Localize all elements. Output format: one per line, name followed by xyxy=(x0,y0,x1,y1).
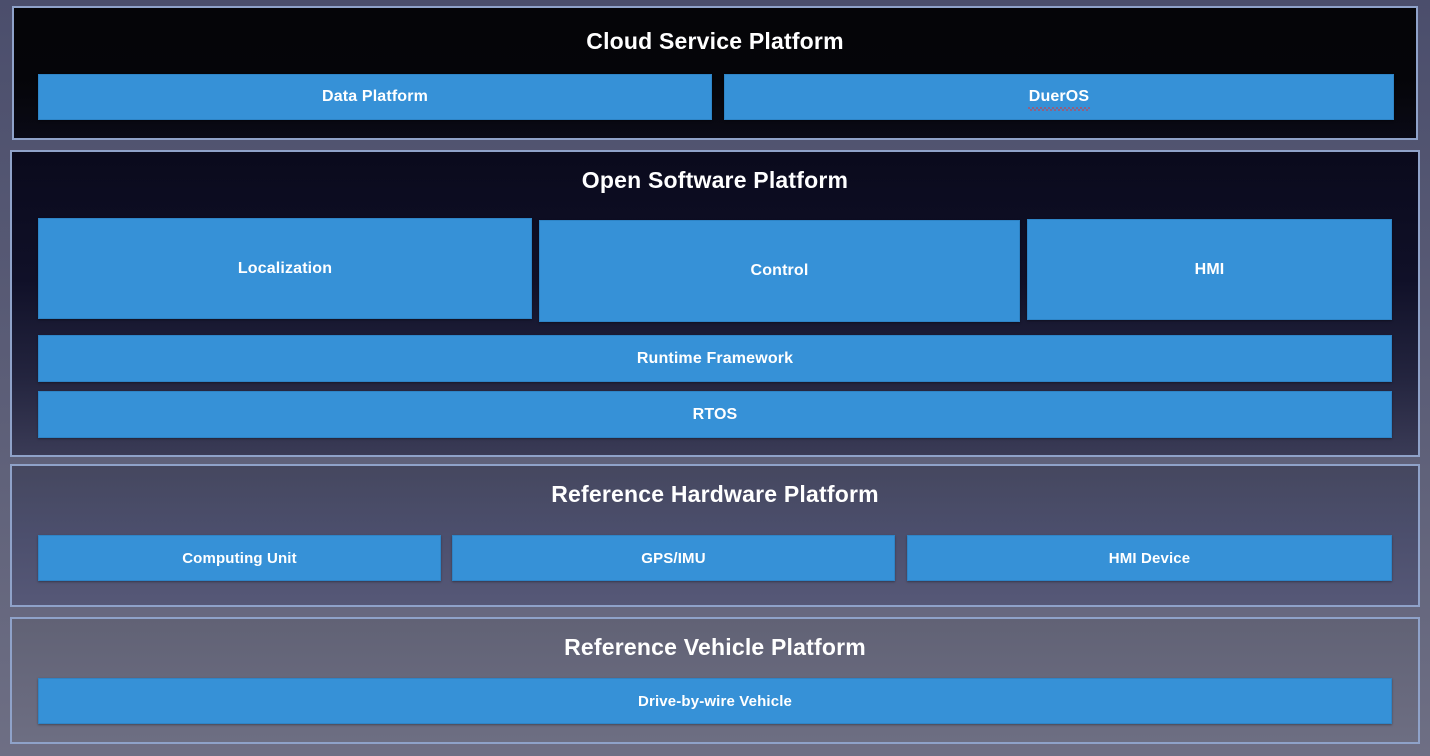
block-hmi[interactable]: HMI xyxy=(1027,219,1392,320)
block-localization[interactable]: Localization xyxy=(38,218,532,319)
block-label-data-platform: Data Platform xyxy=(322,88,428,105)
block-label-control: Control xyxy=(750,262,809,279)
block-label-drive-by-wire-vehicle: Drive-by-wire Vehicle xyxy=(637,692,793,710)
block-label-rtos: RTOS xyxy=(692,405,738,423)
block-hmi-device[interactable]: HMI Device xyxy=(907,535,1392,581)
layer-title-open-software-platform: Open Software Platform xyxy=(581,167,849,193)
block-label-computing-unit: Computing Unit xyxy=(182,549,297,567)
block-label-dueros: DuerOS xyxy=(1027,88,1091,111)
block-gps-imu[interactable]: GPS/IMU xyxy=(452,535,895,581)
block-computing-unit[interactable]: Computing Unit xyxy=(38,535,441,581)
layer-title-reference-vehicle-platform: Reference Vehicle Platform xyxy=(564,634,866,660)
layer-reference-hardware-platform: Reference Hardware Platform Computing Un… xyxy=(10,464,1420,607)
block-data-platform[interactable]: Data Platform xyxy=(38,74,712,120)
block-runtime-framework[interactable]: Runtime Framework xyxy=(38,335,1392,382)
layer-reference-vehicle-platform: Reference Vehicle Platform Drive-by-wire… xyxy=(10,617,1420,744)
block-control[interactable]: Control xyxy=(539,220,1020,322)
layer-open-software-platform: Open Software Platform Localization Cont… xyxy=(10,150,1420,457)
layer-title-cloud-service-platform: Cloud Service Platform xyxy=(586,28,844,54)
block-dueros[interactable]: DuerOS xyxy=(724,74,1394,120)
block-drive-by-wire-vehicle[interactable]: Drive-by-wire Vehicle xyxy=(38,678,1392,724)
block-label-runtime-framework: Runtime Framework xyxy=(636,349,794,367)
block-label-gps-imu: GPS/IMU xyxy=(641,549,706,567)
block-label-localization: Localization xyxy=(237,259,333,277)
layer-cloud-service-platform: Cloud Service Platform Data Platform Due… xyxy=(12,6,1418,140)
layer-title-reference-hardware-platform: Reference Hardware Platform xyxy=(551,481,879,507)
block-label-hmi: HMI xyxy=(1194,260,1225,278)
block-rtos[interactable]: RTOS xyxy=(38,391,1392,438)
block-label-hmi-device: HMI Device xyxy=(1108,549,1191,567)
